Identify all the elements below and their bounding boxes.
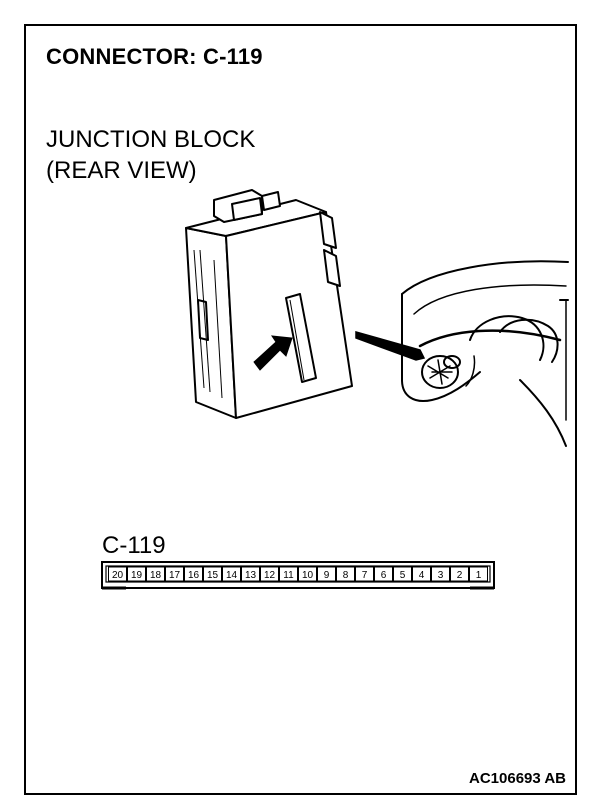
pin-number: 10: [302, 570, 314, 581]
pin-cell: [431, 566, 450, 582]
pin-cell: [203, 566, 222, 582]
pin-cell: [222, 566, 241, 582]
pin-cell: [108, 566, 127, 582]
pin-number: 16: [188, 570, 200, 581]
pin-number: 1: [476, 570, 482, 581]
junction-block-label: JUNCTION BLOCK: [46, 126, 256, 153]
pin-number: 13: [245, 570, 257, 581]
pin-cell: [317, 566, 336, 582]
dashboard-location-drawing: [401, 260, 569, 447]
pin-cell: [241, 566, 260, 582]
connector-pin-diagram: 20 19 18 17 16 15 14 13 12 11 10 9 8 7 6 5 4 3 2 1: [101, 561, 495, 590]
pin-cell: [279, 566, 298, 582]
pin-number: 12: [264, 570, 276, 581]
pin-cell: [412, 566, 431, 582]
pin-number: 7: [362, 570, 368, 581]
rear-view-label: (REAR VIEW): [46, 157, 197, 184]
connector-id-label: C-119: [102, 532, 166, 559]
pin-cell: [298, 566, 317, 582]
pin-number: 6: [381, 570, 387, 581]
pin-cell: [146, 566, 165, 582]
diagram-frame: [24, 24, 577, 795]
pin-number: 15: [207, 570, 219, 581]
junction-block-drawing: [185, 189, 353, 419]
pin-number: 18: [150, 570, 162, 581]
pin-number: 9: [324, 570, 330, 581]
pin-cell: [355, 566, 374, 582]
pin-cell: [260, 566, 279, 582]
pin-cell: [336, 566, 355, 582]
pin-number: 8: [343, 570, 349, 581]
pin-number: 2: [457, 570, 463, 581]
pin-cell: [184, 566, 203, 582]
pin-number: 17: [169, 570, 181, 581]
pin-cell: [374, 566, 393, 582]
pin-cell: [127, 566, 146, 582]
insertion-arrow: [253, 335, 293, 371]
pin-number: 20: [112, 570, 124, 581]
pin-number: 19: [131, 570, 143, 581]
pin-cell: [393, 566, 412, 582]
pin-cell: [165, 566, 184, 582]
pin-number: 11: [283, 570, 294, 581]
pin-cell: [450, 566, 469, 582]
figure-code: AC106693 AB: [469, 770, 566, 787]
pin-number: 14: [226, 570, 238, 581]
pin-number: 4: [419, 570, 425, 581]
location-arrow: [355, 331, 426, 361]
pin-cell: [469, 566, 488, 582]
pin-number: 3: [438, 570, 444, 581]
connector-title: CONNECTOR: C-119: [46, 44, 263, 69]
pin-number: 5: [400, 570, 406, 581]
